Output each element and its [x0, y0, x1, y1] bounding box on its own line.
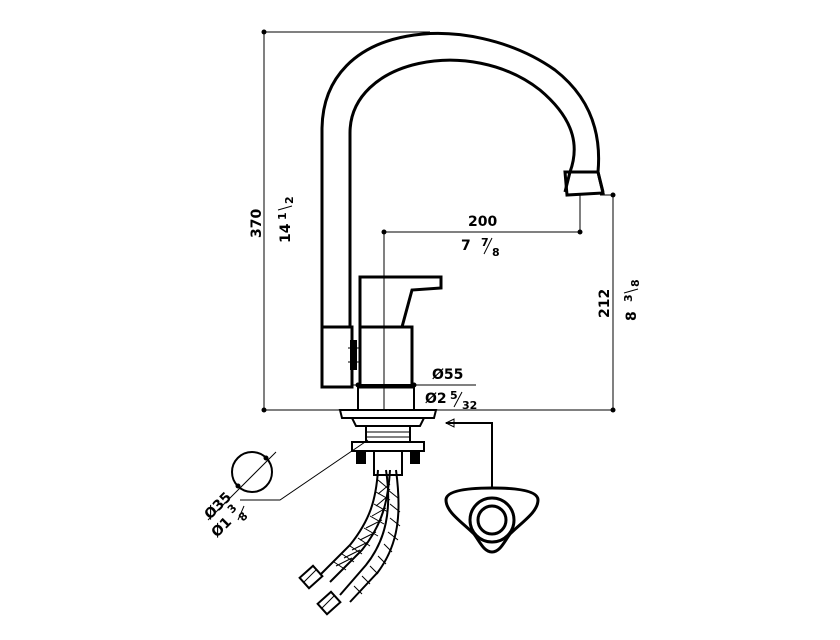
height-imperial-num: 1 [276, 212, 289, 220]
hole-detail-circle [231, 451, 273, 493]
dimension-hole-diameter: Ø35 Ø1 3 8 [202, 439, 369, 541]
hole-tick-a [263, 455, 269, 461]
base-imperial-whole: Ø2 [425, 391, 447, 407]
base-tick-left [355, 382, 361, 388]
base-imperial-den: 32 [462, 399, 477, 412]
hose-1-b [329, 469, 391, 583]
base-tick-right [411, 382, 417, 388]
spout-tick-top [610, 192, 616, 198]
threaded-shank [365, 425, 411, 443]
hose-braid-3 [353, 489, 401, 595]
reach-imperial-num: 7 [481, 236, 489, 249]
mounting-hardware [351, 425, 425, 476]
spout-outer [320, 32, 605, 328]
hose-end-nut-2 [316, 590, 342, 616]
base-plate [338, 409, 438, 419]
spout-tick-bottom [610, 407, 616, 413]
hole-tick-b [235, 483, 241, 489]
nut-2-line [321, 595, 335, 609]
hole-diameter-line [207, 451, 277, 521]
height-imperial-den: 2 [283, 196, 296, 204]
hole-leader-line [240, 439, 369, 501]
reach-imperial-whole: 7 [461, 238, 471, 254]
height-frac-bar [277, 205, 293, 211]
height-imperial-whole: 14 [278, 223, 294, 243]
reach-metric-label: 200 [468, 214, 497, 230]
base-imperial-num: 5 [450, 389, 458, 402]
nut-1-line [303, 569, 317, 583]
spout-inner [348, 58, 576, 328]
mixer-body [358, 325, 414, 389]
base-frac-bar [453, 391, 463, 408]
hole-frac-bar [237, 505, 245, 521]
hose-2-b [349, 469, 400, 603]
hole-imperial-den: 8 [236, 510, 251, 525]
reach-frac-bar [483, 237, 493, 255]
spout-imperial-den: 8 [629, 279, 642, 287]
spout-imperial-whole: 8 [624, 311, 640, 321]
base-metric-label: Ø55 [432, 367, 463, 383]
hose-1 [319, 469, 379, 576]
dimension-height: 370 14 1 2 [249, 29, 430, 413]
reach-tick-right [577, 229, 583, 235]
dimension-reach: 200 7 7 8 [381, 195, 583, 259]
height-tick-top [261, 29, 267, 35]
reach-tick-left [381, 229, 387, 235]
hose-braid-1 [333, 479, 391, 571]
hose-end-nut-1 [298, 564, 324, 590]
spout-imperial-num: 3 [622, 294, 635, 302]
spout-frac-bar [623, 288, 639, 294]
supply-hoses [298, 469, 401, 616]
base-flange [357, 384, 415, 411]
top-view-outer-ring [468, 496, 516, 544]
top-view-inner-ring [476, 504, 508, 536]
shank-stem [373, 450, 403, 476]
dimension-base-diameter: Ø55 Ø2 5 32 [352, 367, 477, 412]
top-view-leader [446, 422, 493, 488]
dimension-spout-height: 212 8 3 8 [597, 192, 642, 413]
height-tick-bottom [261, 407, 267, 413]
base-washer [350, 417, 426, 427]
top-view-arrow [444, 418, 455, 428]
base-top-view [444, 418, 540, 554]
hose-braid-2 [335, 483, 391, 567]
fixing-nut-right [410, 452, 420, 464]
lever-handle [358, 275, 443, 329]
spout-collar [350, 340, 357, 370]
spout-metric-label: 212 [597, 289, 613, 318]
height-metric-label: 370 [249, 209, 265, 238]
reach-imperial-den: 8 [492, 246, 500, 259]
hose-2 [339, 469, 390, 596]
spout-base-block [320, 325, 354, 389]
fixing-nut-left [356, 452, 366, 464]
spout-aerator [563, 170, 605, 197]
